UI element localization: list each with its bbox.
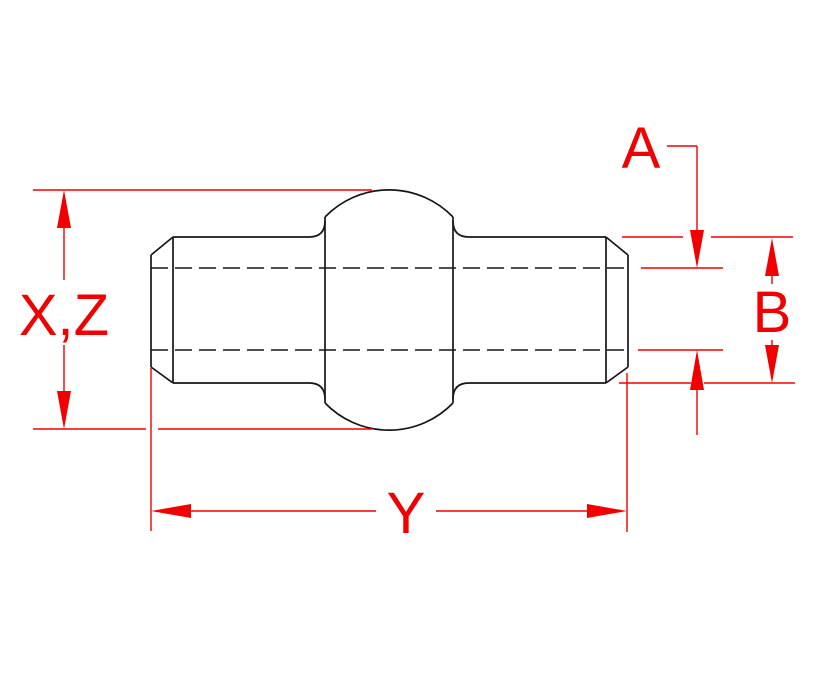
part-outline <box>150 189 629 431</box>
right-chamfer-bottom <box>605 366 629 384</box>
a-arrow-up-icon <box>690 350 704 390</box>
a-arrow-down-icon <box>690 230 704 268</box>
fillet-bottom-right <box>452 382 470 400</box>
xz-arrow-down-icon <box>57 391 71 429</box>
dimension-a: A <box>622 116 723 435</box>
b-dimension-label: B <box>753 280 792 345</box>
y-arrow-right-icon <box>587 504 627 518</box>
y-arrow-left-icon <box>151 504 191 518</box>
y-dimension-label: Y <box>387 481 426 546</box>
bore-hidden-lines <box>151 267 628 351</box>
ball-bottom-arc <box>324 402 454 431</box>
ball-top-arc <box>324 189 454 218</box>
a-dimension-label: A <box>622 116 661 181</box>
right-chamfer-top <box>605 236 629 256</box>
fillet-top-left <box>308 220 326 238</box>
b-arrow-down-icon <box>765 345 779 383</box>
xz-arrow-up-icon <box>57 190 71 228</box>
dimension-b: B <box>619 236 795 384</box>
fillet-bottom-left <box>308 382 326 400</box>
dimension-xz: X,Z <box>19 189 372 430</box>
dimension-y: Y <box>150 368 628 546</box>
b-arrow-up-icon <box>765 238 779 276</box>
left-chamfer-top <box>150 236 174 256</box>
xz-dimension-label: X,Z <box>19 283 109 348</box>
fillet-top-right <box>452 220 470 238</box>
left-chamfer-bottom <box>150 366 174 384</box>
